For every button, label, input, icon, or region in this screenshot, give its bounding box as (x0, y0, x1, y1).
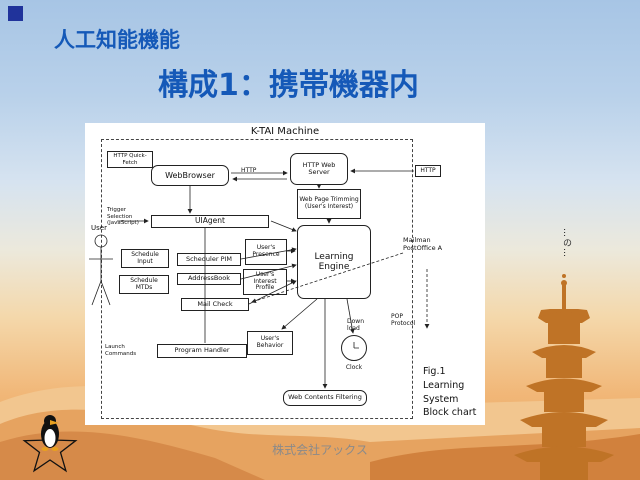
page-title: 構成1：携帯機器内 (158, 68, 419, 103)
node-users-presence: User's Presence (245, 239, 287, 265)
corner-square-decoration (8, 6, 23, 21)
left-dune (0, 431, 265, 480)
node-scheduler-pim: Scheduler PIM (177, 253, 241, 266)
label-clock: Clock (345, 364, 363, 371)
node-schedule-mtds: Schedule MTDs (119, 275, 169, 294)
caption-line-3: System (423, 393, 459, 405)
label-launch-commands: Launch Commands (105, 344, 137, 357)
label-user: User (91, 224, 107, 232)
star-icon (22, 420, 78, 473)
node-program-handler: Program Handler (157, 344, 247, 358)
penguin-icon (41, 415, 59, 451)
slide-kicker: 人工知能機能 (54, 28, 180, 52)
pagoda-silhouette (514, 274, 614, 480)
penguin-logo (20, 412, 84, 476)
node-addressbook: AddressBook (177, 273, 241, 285)
caption-line-2: Learning (423, 379, 465, 391)
node-uiagent: UIAgent (151, 215, 269, 228)
node-mailman: Mailman PostOffice A (403, 236, 443, 252)
diagram-panel: K-TAI Machine HTTP Quick-Fetch WebBrowse… (85, 123, 485, 425)
node-web-filtering: Web Contents Filtering (283, 390, 367, 406)
caption-line-1: Fig.1 (423, 366, 446, 377)
node-learning-engine: Learning Engine (297, 225, 371, 299)
side-note: …の… (561, 228, 571, 258)
label-http-link: HTTP (241, 167, 257, 174)
node-users-behavior: User's Behavior (247, 331, 293, 355)
node-mail-check: Mail Check (181, 298, 249, 311)
clock-icon (341, 335, 367, 361)
node-users-interest: User's Interest Profile (243, 269, 287, 295)
figure-caption: Fig.1 Learning System Block chart (423, 365, 485, 420)
node-webbrowser: WebBrowser (151, 165, 229, 186)
node-http-out: HTTP (415, 165, 441, 177)
node-http-quickfetch: HTTP Quick-Fetch (107, 151, 153, 168)
node-schedule-input: Schedule Input (121, 249, 169, 268)
label-pop-protocol: POP Protocol (391, 313, 416, 328)
node-web-page-trimming: Web Page Trimming (User's Interest) (297, 189, 361, 219)
label-trigger-selection: Trigger Selection (JavaScript) (107, 207, 139, 227)
footer-company-name: 株式会社アックス (272, 443, 368, 457)
machine-title: K-TAI Machine (250, 126, 320, 137)
caption-line-4: Block chart (423, 407, 477, 419)
node-web-server: HTTP Web Server (290, 153, 348, 185)
label-download: Down load (347, 318, 365, 333)
